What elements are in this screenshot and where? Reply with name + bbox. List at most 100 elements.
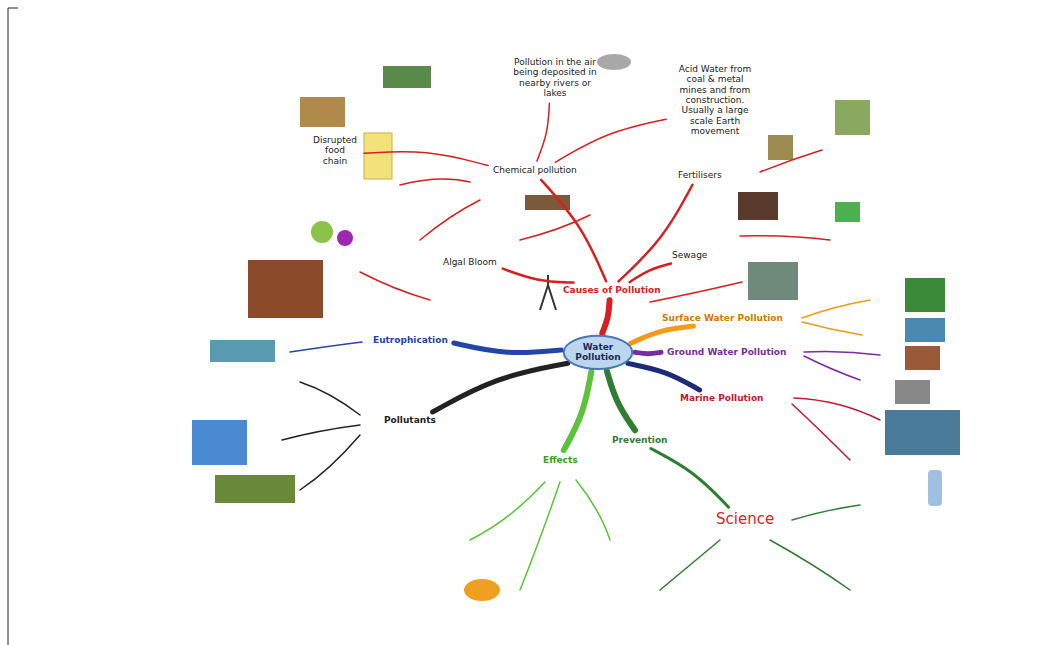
algae-picture <box>248 260 323 318</box>
twig <box>802 322 862 335</box>
germ-picture <box>337 230 353 246</box>
twig <box>400 179 470 185</box>
bird-picture <box>905 318 945 342</box>
node-text: Science <box>716 511 774 528</box>
branch-connector <box>564 371 592 450</box>
branch-label: Pollutants <box>381 413 439 427</box>
node-text: Algal Bloom <box>443 257 497 267</box>
branch-label: Effects <box>540 453 581 467</box>
twig <box>770 540 850 590</box>
bottle-picture <box>928 470 942 506</box>
branch-connector <box>607 371 635 430</box>
lake-picture <box>210 340 275 362</box>
bowl-picture <box>464 579 500 601</box>
sub-topic: Chemical pollution <box>490 163 580 177</box>
well-picture <box>895 380 930 404</box>
twig <box>792 404 850 460</box>
branch-connector <box>635 352 661 353</box>
soil-picture <box>738 192 778 220</box>
branch-label: Prevention <box>609 433 671 447</box>
highlight-label: Science <box>713 509 777 530</box>
node-text: Prevention <box>612 435 668 445</box>
node-text: Eutrophication <box>373 335 448 345</box>
twig <box>760 150 822 172</box>
twig <box>360 272 430 300</box>
node-text: Acid Water from coal & metal mines and f… <box>672 64 758 136</box>
node-text: Chemical pollution <box>493 165 577 175</box>
frame-line <box>8 8 9 645</box>
node-text: Pollutants <box>384 415 436 425</box>
node-text: Pollution in the air being deposited in … <box>512 57 598 98</box>
twig <box>470 482 545 540</box>
node-text: Marine Pollution <box>680 393 764 403</box>
node-text: Water Pollution <box>575 342 621 363</box>
note-text: Acid Water from coal & metal mines and f… <box>669 62 761 138</box>
ellipse-outline <box>564 336 633 369</box>
landscape-picture <box>383 66 431 88</box>
sub-topic: Fertilisers <box>675 168 725 182</box>
grass-picture <box>835 202 860 222</box>
central-topic: Water Pollution <box>563 335 633 370</box>
twig <box>650 282 742 302</box>
node-text: Fertilisers <box>678 170 722 180</box>
twig <box>802 300 870 318</box>
sea-picture <box>885 410 960 455</box>
crop-picture <box>835 100 870 135</box>
ground-picture <box>905 346 940 370</box>
branch-connector <box>503 269 574 283</box>
germ-picture <box>311 221 333 243</box>
branch-connector <box>537 103 550 161</box>
node-text: Causes of Pollution <box>563 285 661 295</box>
node-text: Effects <box>543 455 578 465</box>
twig <box>576 480 610 540</box>
turtle-picture <box>748 262 798 300</box>
branch-label: Surface Water Pollution <box>659 311 786 325</box>
branch-connector <box>555 119 666 162</box>
twig <box>660 540 720 590</box>
rain-cloud <box>597 54 631 70</box>
branch-connector <box>630 264 671 283</box>
twig <box>290 342 362 352</box>
note-text: Pollution in the air being deposited in … <box>509 55 601 100</box>
branch-connector <box>364 152 488 166</box>
field-picture <box>215 475 295 503</box>
node-text: Disrupted food chain <box>312 135 358 166</box>
sub-topic: Disrupted food chain <box>309 133 361 168</box>
branch-connector <box>628 363 700 390</box>
twig <box>520 482 560 590</box>
branch-connector <box>619 185 693 282</box>
twig <box>804 356 860 380</box>
sub-topic: Sewage <box>669 248 710 262</box>
pipe-picture <box>525 195 570 210</box>
branch-connector <box>454 343 561 353</box>
food-chain-chart <box>364 133 392 179</box>
twig <box>300 435 360 490</box>
branch-connector <box>541 180 606 281</box>
branch-connector <box>602 300 609 333</box>
branch-connector <box>631 326 694 343</box>
twig <box>282 425 360 440</box>
branch-label: Causes of Pollution <box>560 283 664 297</box>
twig <box>792 505 860 520</box>
twig <box>804 351 880 355</box>
branch-connector <box>433 363 568 412</box>
branch-label: Eutrophication <box>370 333 451 347</box>
node-text: Ground Water Pollution <box>667 347 786 357</box>
factory-picture <box>192 420 247 465</box>
branch-label: Marine Pollution <box>677 391 767 405</box>
river-picture <box>905 278 945 312</box>
twig <box>794 398 880 420</box>
twig <box>420 200 480 240</box>
node-text: Sewage <box>672 250 707 260</box>
plant-picture <box>768 135 793 160</box>
frame-line <box>8 8 18 9</box>
branch-label: Ground Water Pollution <box>664 345 789 359</box>
grain-picture <box>300 97 345 127</box>
sub-topic: Algal Bloom <box>440 255 500 269</box>
branch-twigs <box>282 150 880 590</box>
twig <box>740 236 830 240</box>
